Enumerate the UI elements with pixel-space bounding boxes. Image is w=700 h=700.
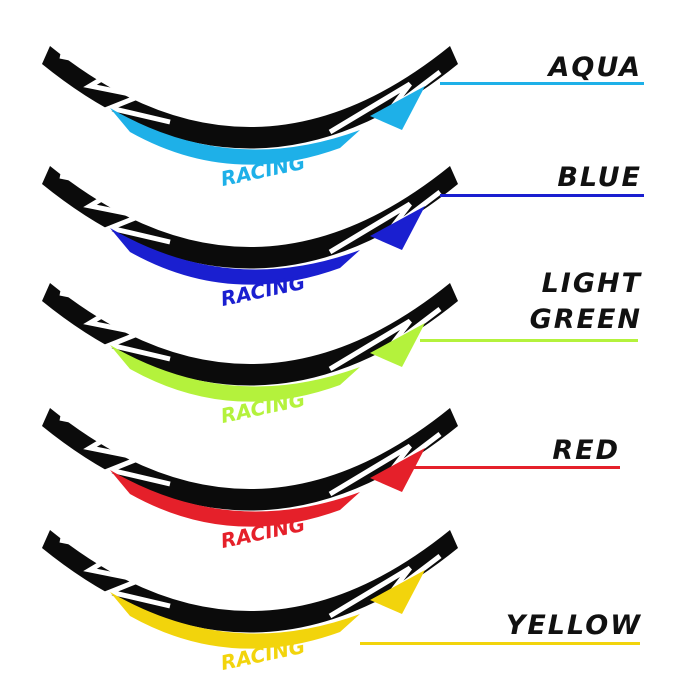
decal-white-stripes xyxy=(328,307,442,372)
decal-white-stripes xyxy=(328,432,442,497)
decal-white-stripes xyxy=(59,290,171,362)
decal-accent-arrow xyxy=(370,570,425,614)
leader-line-light-green xyxy=(420,339,638,342)
decal-strip xyxy=(42,530,458,633)
color-label-yellow: YELLOW xyxy=(506,608,642,644)
rim-decal-blue: RACING xyxy=(42,166,458,311)
color-label-aqua: AQUA xyxy=(549,50,642,86)
decal-strip xyxy=(42,408,458,511)
decal-white-stripes xyxy=(59,415,171,487)
decal-accent-arrow xyxy=(370,86,425,130)
decal-white-stripes xyxy=(328,70,442,135)
decal-accent-arrow xyxy=(370,448,425,492)
decal-white-stripes xyxy=(328,190,442,255)
decal-accent xyxy=(110,345,360,402)
leader-line-aqua xyxy=(440,82,644,85)
leader-line-yellow xyxy=(360,642,640,645)
color-label-line: LIGHT xyxy=(541,268,642,299)
color-label-blue: BLUE xyxy=(557,160,642,196)
leader-line-red xyxy=(400,466,620,469)
color-label-line: GREEN xyxy=(529,304,642,335)
color-label-line: YELLOW xyxy=(505,610,642,641)
decal-white-stripes xyxy=(328,554,442,619)
decal-white-stripes xyxy=(59,537,171,609)
decal-strip xyxy=(42,166,458,269)
rim-decal-red: RACING xyxy=(42,408,458,553)
decal-white-stripes xyxy=(59,53,171,125)
decal-strip xyxy=(42,46,458,149)
decal-accent xyxy=(110,592,360,649)
color-label-line: RED xyxy=(552,435,620,466)
decal-accent-arrow xyxy=(370,206,425,250)
rim-decal-light-green: RACING xyxy=(42,283,458,428)
decal-accent xyxy=(110,228,360,285)
decal-accent xyxy=(110,108,360,165)
decal-strip xyxy=(42,283,458,386)
leader-line-blue xyxy=(440,194,644,197)
color-label-line: AQUA xyxy=(548,52,642,83)
decal-white-stripes xyxy=(59,173,171,245)
color-label-light-green: LIGHT GREEN xyxy=(530,266,642,338)
rim-decal-aqua: RACING xyxy=(42,46,458,191)
color-label-line: BLUE xyxy=(557,162,642,193)
decal-accent-arrow xyxy=(370,323,425,367)
decal-accent xyxy=(110,470,360,527)
color-label-red: RED xyxy=(552,433,620,469)
rim-decal-yellow: RACING xyxy=(42,530,458,675)
